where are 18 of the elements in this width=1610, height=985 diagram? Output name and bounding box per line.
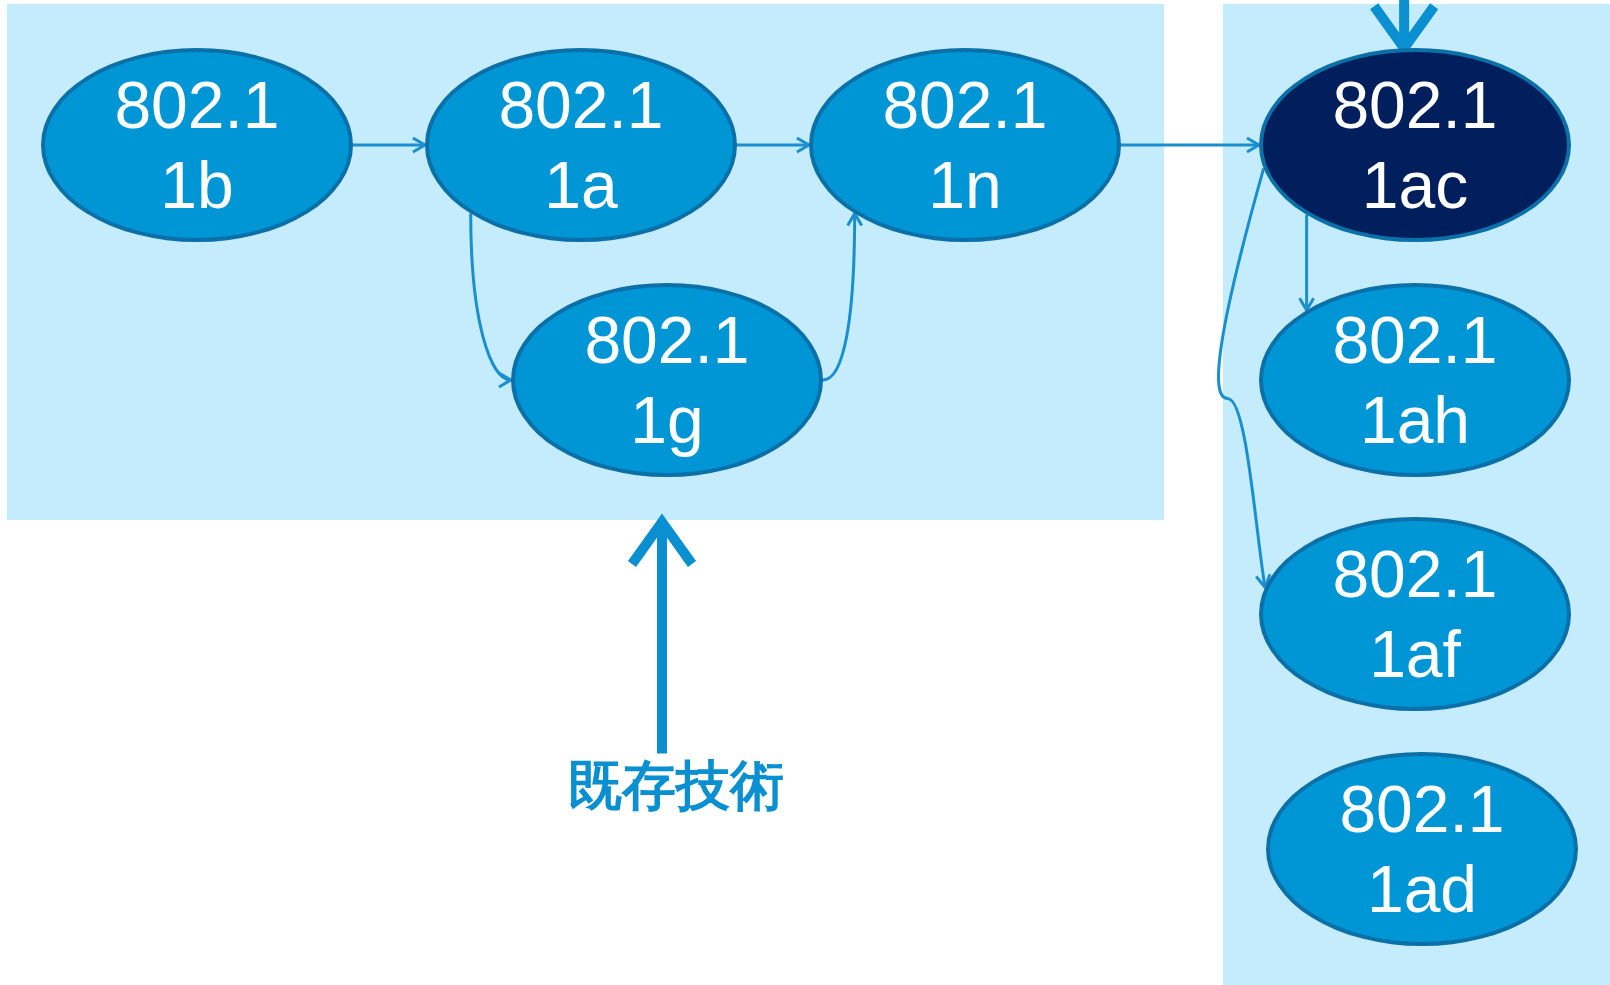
arrow — [353, 136, 427, 154]
standard-ellipse: 802.1 1af — [1259, 517, 1571, 711]
label-text: 既存技術 — [568, 749, 784, 823]
arrow — [822, 212, 864, 382]
standard-ellipse: 802.1 1b — [41, 48, 353, 242]
group-panel — [1223, 4, 1610, 985]
standard-ellipse: 802.1 1g — [511, 283, 823, 477]
arrow — [1298, 214, 1316, 312]
arrow — [737, 136, 811, 154]
standard-ellipse: 802.1 1ac — [1259, 48, 1571, 242]
standard-ellipse: 802.1 1n — [809, 48, 1121, 242]
arrow — [1121, 136, 1261, 154]
group-panel — [7, 4, 1164, 520]
arrow — [1217, 168, 1272, 589]
standard-ellipse: 802.1 1a — [425, 48, 737, 242]
arrow — [469, 213, 513, 386]
standard-ellipse: 802.1 1ad — [1266, 752, 1578, 946]
standard-ellipse: 802.1 1ah — [1259, 283, 1571, 477]
